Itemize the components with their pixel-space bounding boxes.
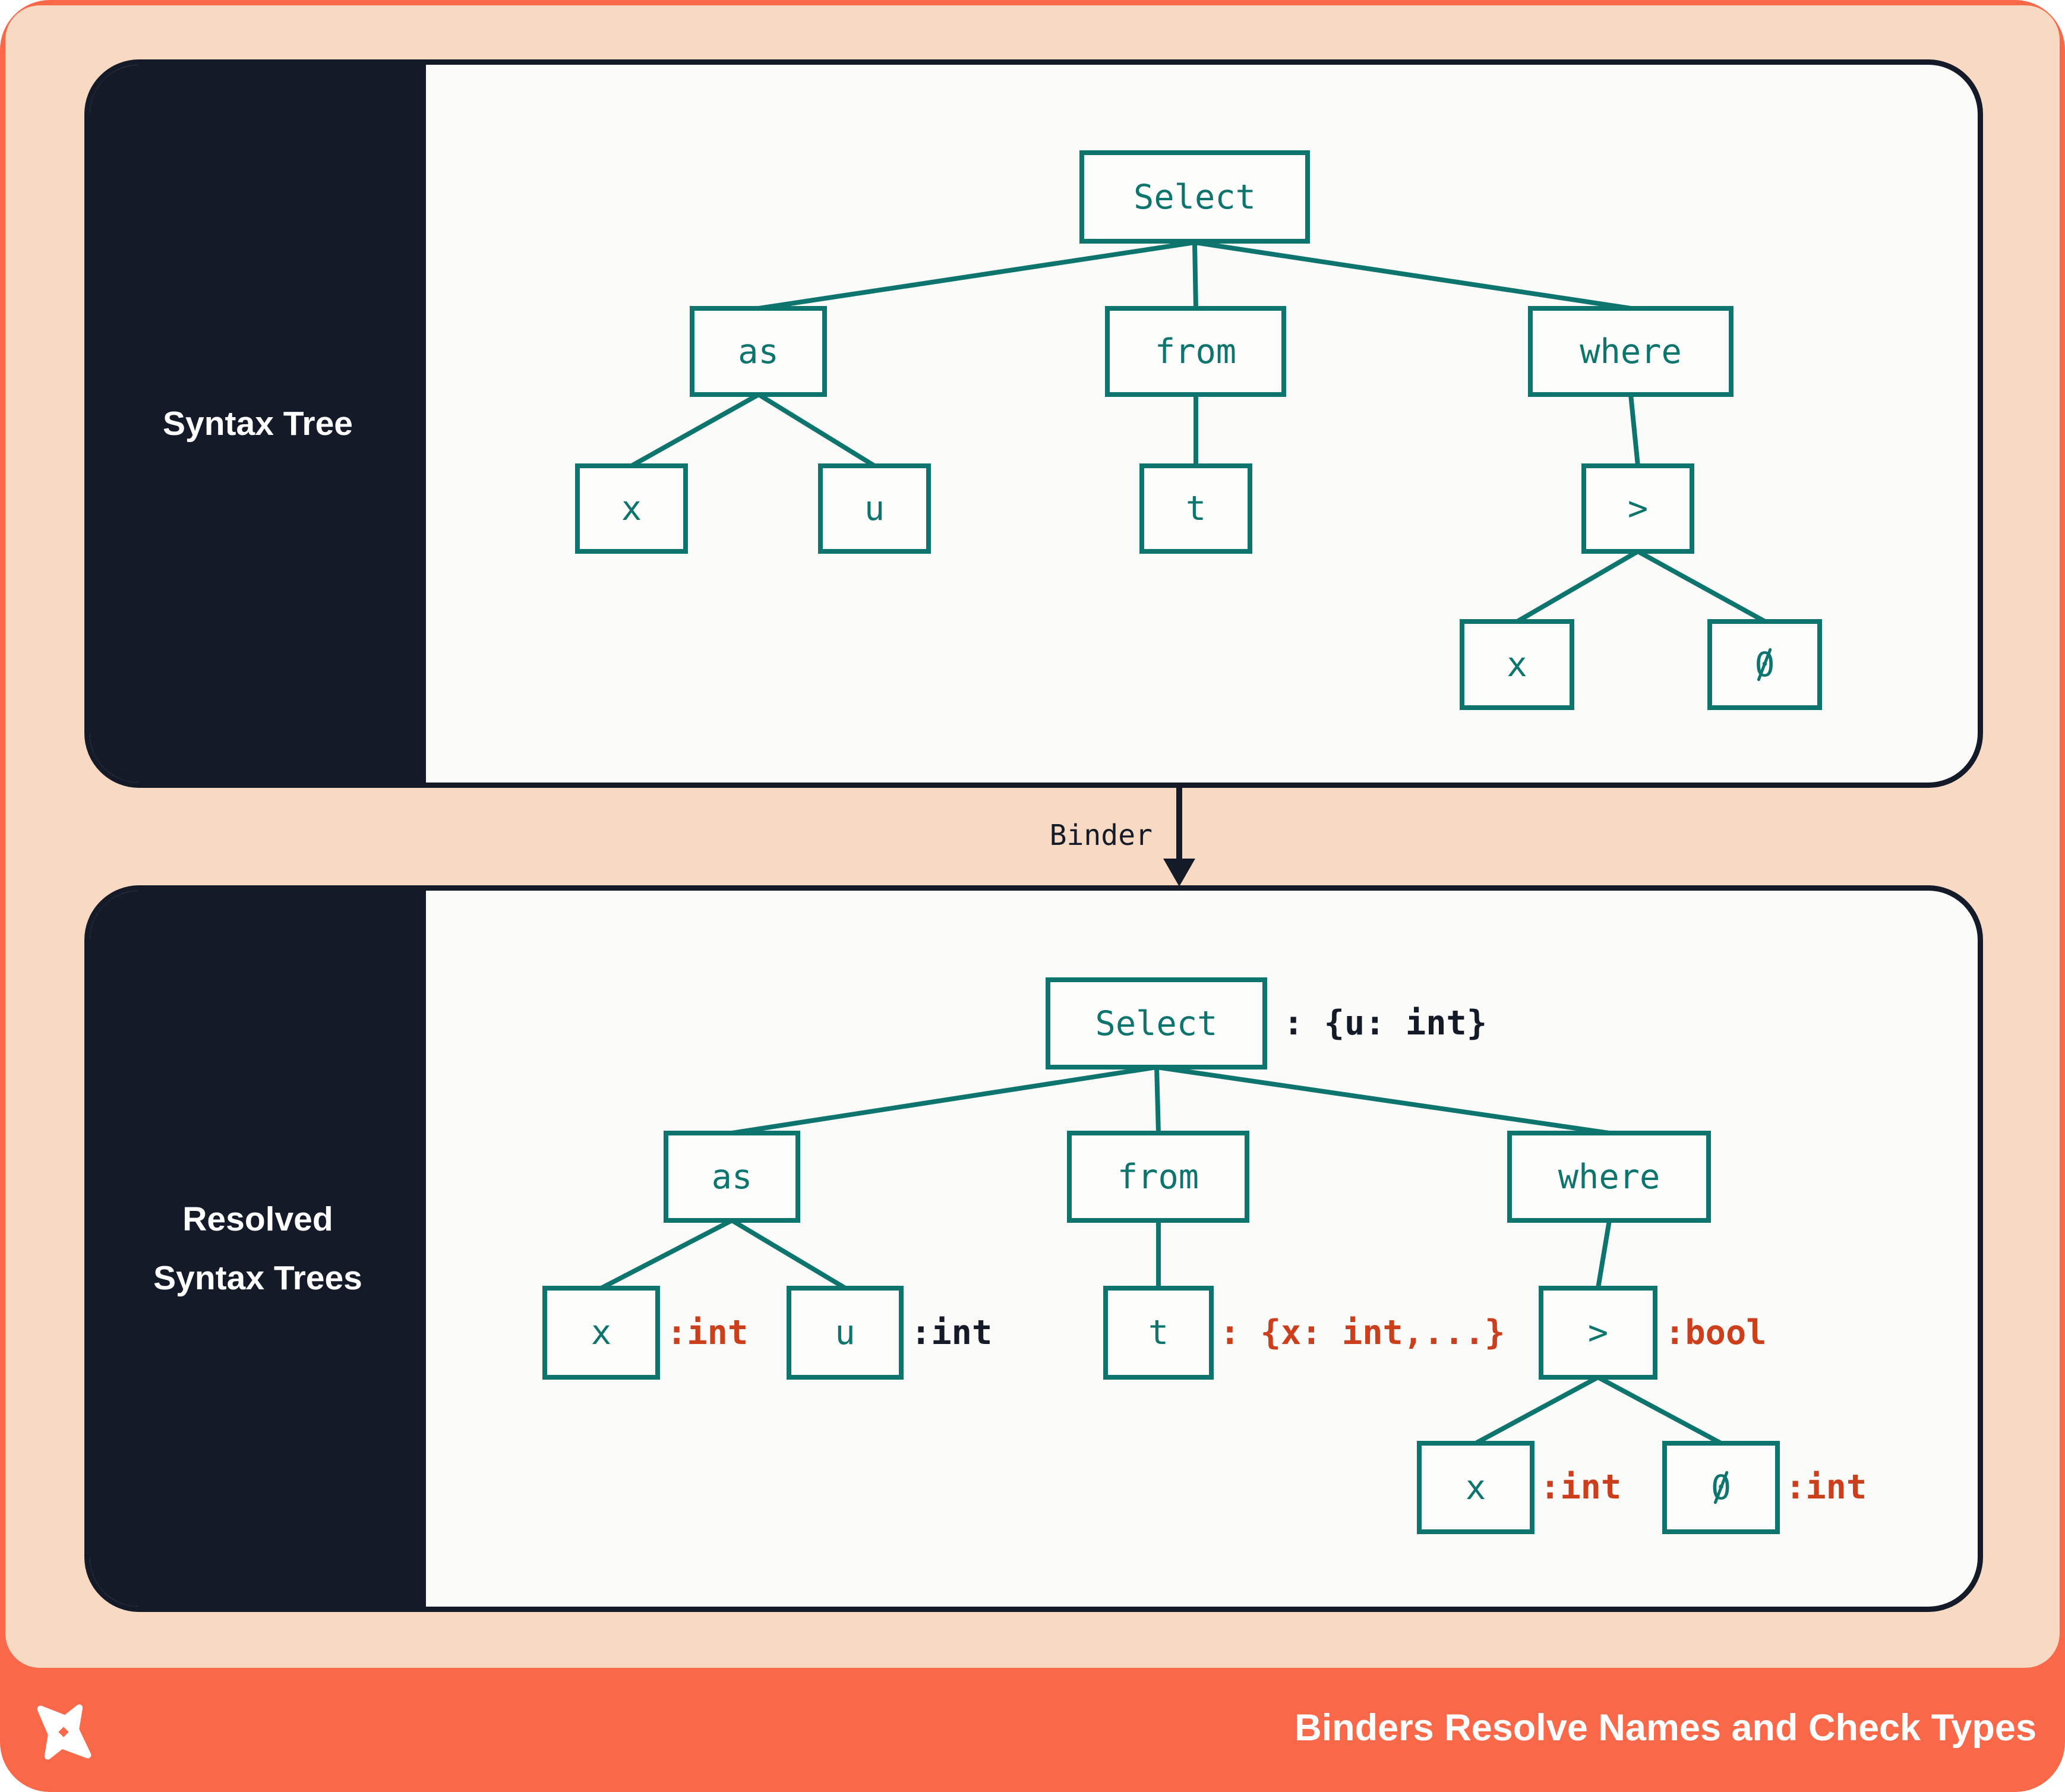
type-annotation-gt: :bool xyxy=(1665,1313,1767,1352)
bottom-node-u: u xyxy=(787,1286,904,1380)
top-node-t: t xyxy=(1139,463,1252,554)
syntax-tree-panel: Syntax Tree xyxy=(84,59,1983,788)
top-node-x: x xyxy=(575,463,688,554)
bottom-node-x: x xyxy=(542,1286,660,1380)
top-node-x-under-gt: x xyxy=(1460,619,1574,710)
bottom-node-where: where xyxy=(1507,1131,1711,1223)
logo-diamond-cutout xyxy=(58,1727,69,1737)
bottom-node-x-under-gt: x xyxy=(1417,1441,1534,1534)
bottom-node-select: Select xyxy=(1046,977,1267,1069)
syntax-tree-panel-title: Syntax Tree xyxy=(162,404,353,443)
bottom-node-as: as xyxy=(664,1131,800,1223)
zero-glyph: 0 xyxy=(1754,645,1775,684)
type-annotation-x: :int xyxy=(667,1313,749,1352)
bottom-node-from: from xyxy=(1067,1131,1249,1223)
binder-label: Binder xyxy=(1049,819,1153,852)
type-annotation-u: :int xyxy=(911,1313,993,1352)
pinwheel-x-logo xyxy=(37,1704,91,1760)
bottom-node-t: t xyxy=(1103,1286,1214,1380)
type-annotation-zero: :int xyxy=(1785,1468,1867,1507)
footer-title: Binders Resolve Names and Check Types xyxy=(1294,1707,2036,1749)
bottom-node-gt: > xyxy=(1539,1286,1657,1380)
type-annotation-select: : {u: int} xyxy=(1283,1004,1488,1043)
resolved-syntax-trees-panel-sidebar: Resolved Syntax Trees xyxy=(90,891,426,1607)
resolved-panel-title-line2: Syntax Trees xyxy=(153,1258,362,1297)
syntax-tree-panel-sidebar: Syntax Tree xyxy=(90,65,426,783)
top-node-as: as xyxy=(690,306,827,397)
top-node-select: Select xyxy=(1079,150,1310,244)
top-node-from: from xyxy=(1105,306,1286,397)
top-node-u: u xyxy=(818,463,931,554)
zero-glyph: 0 xyxy=(1710,1468,1732,1507)
resolved-panel-title-line1: Resolved xyxy=(182,1200,333,1239)
bottom-node-zero: 0 xyxy=(1662,1441,1780,1534)
top-node-where: where xyxy=(1528,306,1734,397)
top-node-zero: 0 xyxy=(1707,619,1822,710)
type-annotation-t: : {x: int,...} xyxy=(1220,1313,1505,1352)
top-node-gt: > xyxy=(1581,463,1694,554)
type-annotation-x-under-gt: :int xyxy=(1540,1468,1622,1507)
